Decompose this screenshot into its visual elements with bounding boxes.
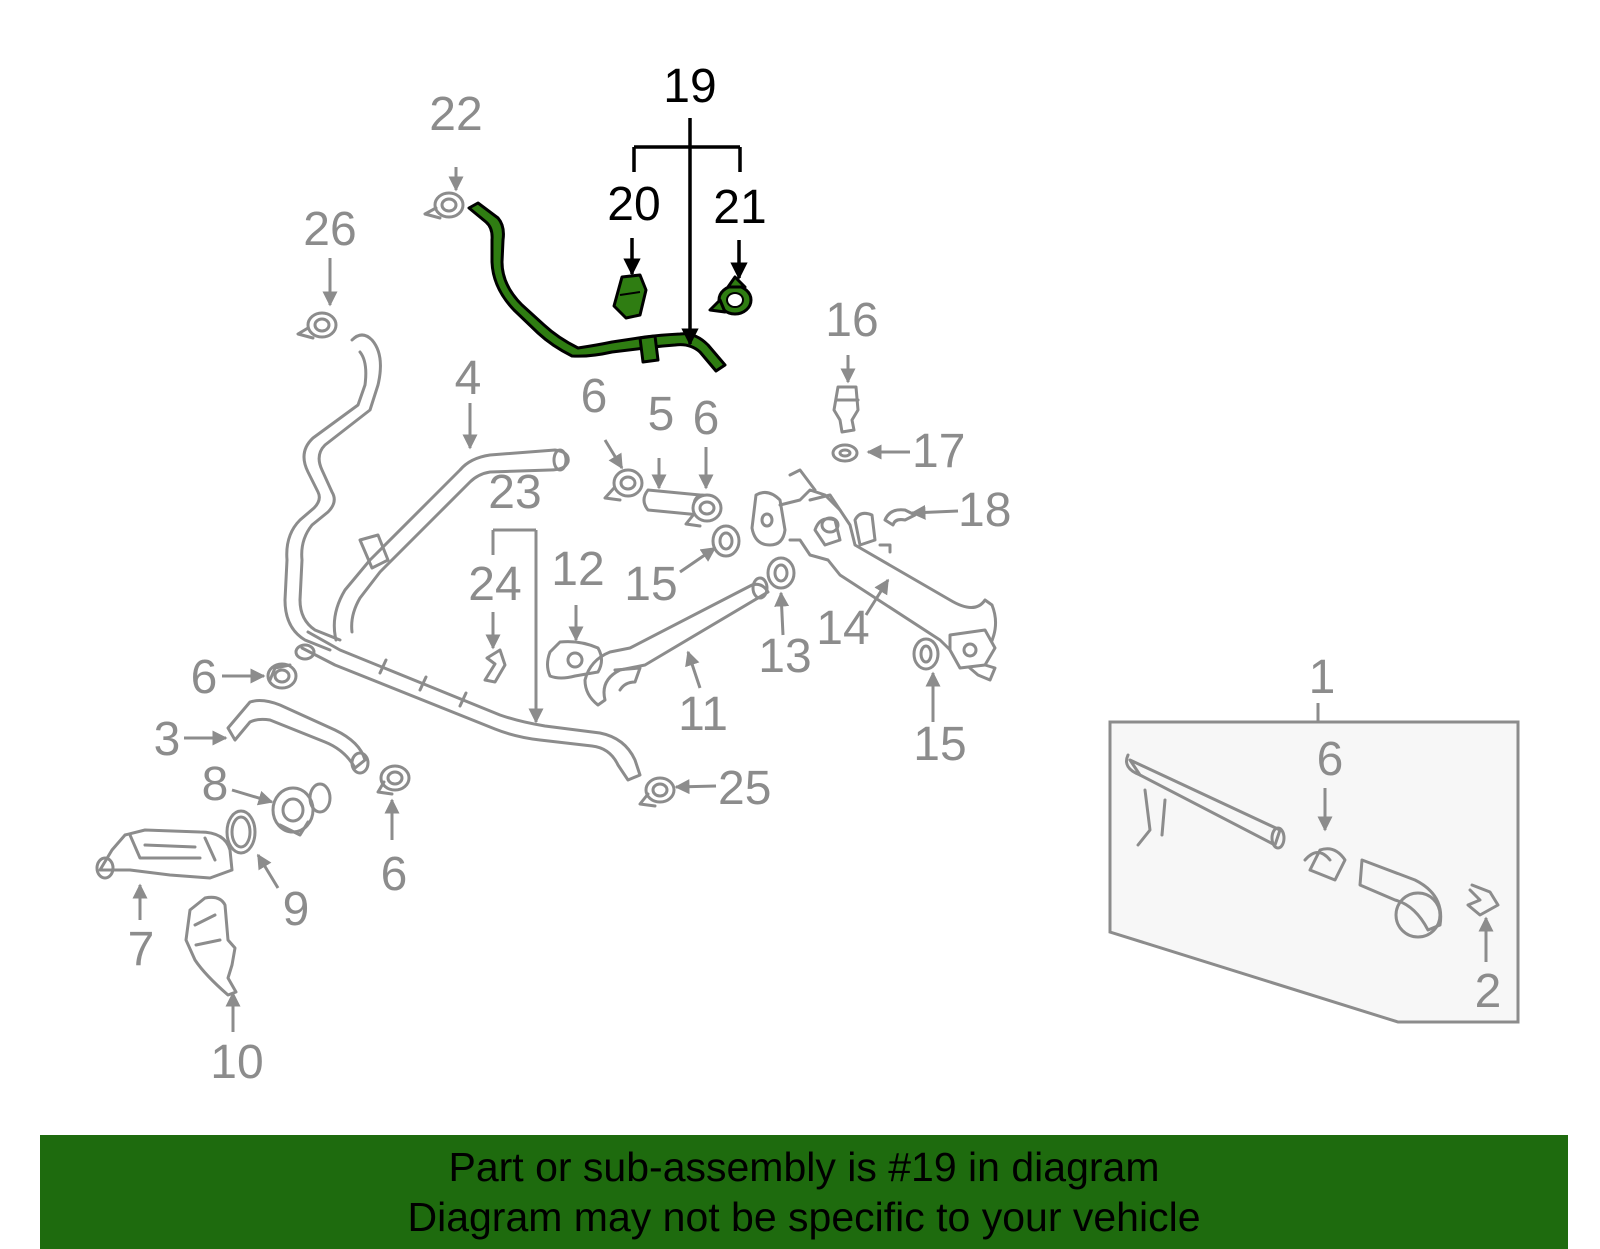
- clamp-part-6-upper-right[interactable]: [684, 493, 723, 528]
- thermostat-part-8[interactable]: [271, 782, 332, 837]
- callout-14: 14: [816, 602, 869, 655]
- callout-11: 11: [678, 688, 728, 741]
- pipe-part-14[interactable]: [750, 468, 997, 682]
- clip-part-24[interactable]: [483, 648, 507, 684]
- o-ring-part-15-upper[interactable]: [711, 524, 741, 558]
- cover-part-10[interactable]: [184, 895, 238, 997]
- clamp-part-6-left[interactable]: [266, 662, 298, 690]
- clamp-part-6-upper-left[interactable]: [603, 468, 644, 502]
- callout-6-upper-right: 6: [693, 392, 720, 445]
- callout-labels: 19 20 21 22 26 16 17 18 4 5 6 6 6 6 6 23…: [128, 60, 1502, 1089]
- callout-6-inset: 6: [1317, 733, 1344, 786]
- callout-6-lower: 6: [381, 848, 408, 901]
- hose-left-long[interactable]: [283, 333, 382, 652]
- callout-22: 22: [429, 88, 482, 141]
- banner-line-1: Part or sub-assembly is #19 in diagram: [448, 1144, 1160, 1190]
- clamp-part-6-lower[interactable]: [376, 764, 411, 796]
- hose-part-4[interactable]: [332, 448, 570, 642]
- callout-15-upper: 15: [624, 558, 677, 611]
- callout-4: 4: [455, 352, 482, 405]
- leader-lines: [132, 118, 1494, 1032]
- callout-6-upper-left: 6: [581, 370, 608, 423]
- o-ring-part-13[interactable]: [766, 556, 796, 590]
- callout-18: 18: [958, 484, 1011, 537]
- callout-7: 7: [128, 923, 155, 976]
- highlighted-hose-part-19[interactable]: [467, 201, 727, 373]
- callout-26: 26: [303, 203, 356, 256]
- callout-9: 9: [283, 883, 310, 936]
- callout-19: 19: [663, 60, 716, 113]
- housing-part-7[interactable]: [95, 828, 234, 880]
- washer-part-17[interactable]: [831, 443, 859, 463]
- callout-2: 2: [1475, 965, 1502, 1018]
- callout-13: 13: [758, 630, 811, 683]
- callout-24: 24: [468, 558, 521, 611]
- callout-12: 12: [551, 543, 604, 596]
- gasket-part-9[interactable]: [225, 809, 257, 855]
- callout-23: 23: [488, 466, 541, 519]
- info-banner: Part or sub-assembly is #19 in diagram D…: [40, 1135, 1568, 1249]
- hose-part-3[interactable]: [226, 699, 370, 775]
- callout-6-left: 6: [191, 651, 218, 704]
- callout-8: 8: [202, 758, 229, 811]
- clamp-part-21[interactable]: [708, 275, 753, 316]
- pipe-part-23[interactable]: [294, 630, 642, 782]
- callout-10: 10: [210, 1036, 263, 1089]
- callout-3: 3: [154, 713, 181, 766]
- clamp-part-25[interactable]: [638, 776, 676, 808]
- sensor-part-16[interactable]: [832, 385, 860, 434]
- banner-line-2: Diagram may not be specific to your vehi…: [407, 1194, 1201, 1240]
- clamp-part-22[interactable]: [423, 191, 465, 220]
- clamp-part-26[interactable]: [296, 311, 338, 340]
- callout-17: 17: [912, 425, 965, 478]
- o-ring-part-15-lower[interactable]: [912, 637, 940, 671]
- callout-20: 20: [607, 178, 660, 231]
- callout-5: 5: [648, 388, 675, 441]
- callout-25: 25: [718, 762, 771, 815]
- cap-part-20[interactable]: [612, 273, 648, 320]
- clip-part-18[interactable]: [883, 508, 917, 527]
- callout-21: 21: [713, 181, 766, 234]
- gasket-part-12[interactable]: [546, 640, 603, 680]
- callout-15-lower: 15: [913, 718, 966, 771]
- inset-box-part-1: [1108, 720, 1520, 1024]
- pipe-part-11[interactable]: [583, 576, 770, 707]
- callout-1: 1: [1309, 651, 1336, 704]
- callout-16: 16: [825, 294, 878, 347]
